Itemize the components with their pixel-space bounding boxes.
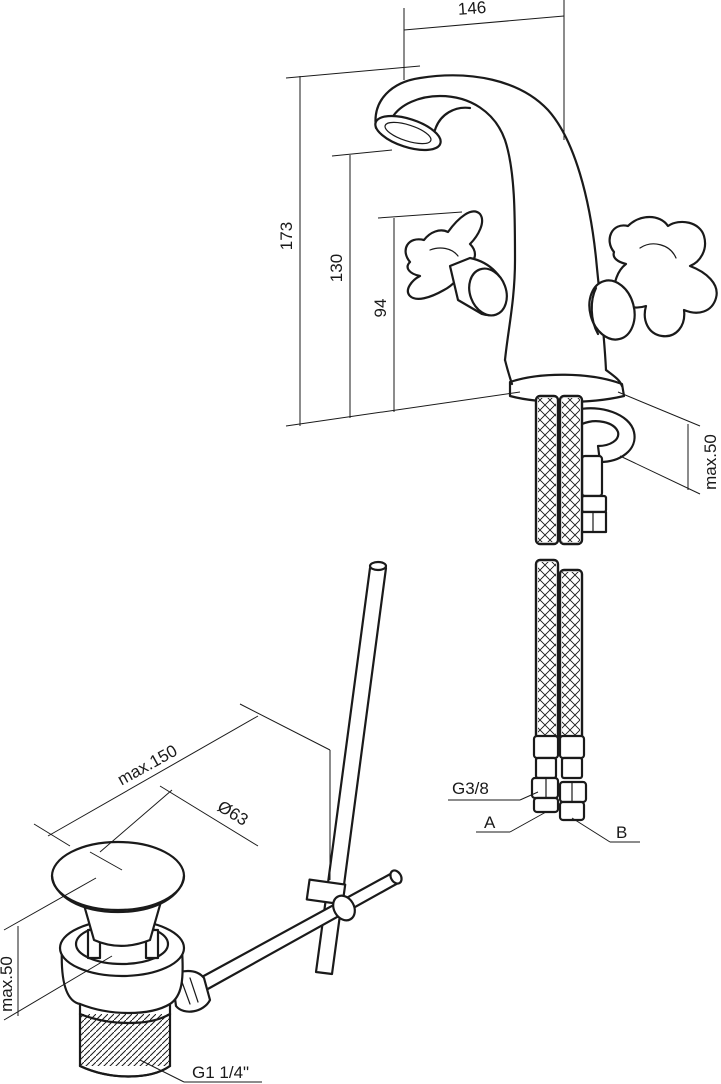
faucet-body	[374, 74, 626, 404]
pivot-rod	[198, 869, 403, 992]
dim-total-height: 173	[277, 222, 296, 250]
callout-connection-a: A	[484, 813, 496, 832]
right-handle	[588, 215, 718, 341]
hose-upper-b-braid	[562, 398, 580, 542]
dim-waste-length: max.150	[114, 741, 180, 789]
dim-spout-reach: 146	[457, 0, 487, 19]
faucet-dimension-lines	[285, 0, 701, 843]
waste-dimension-lines	[3, 703, 331, 1083]
hose-upper-a-braid	[538, 398, 556, 542]
waste-thread	[80, 1014, 170, 1066]
waste-body	[50, 840, 212, 1078]
dim-deck-thickness: max.50	[701, 434, 720, 490]
callout-waste-thread: G1 1/4"	[192, 1063, 249, 1082]
left-handle	[404, 210, 508, 317]
dim-handle-height: 94	[371, 299, 390, 318]
dim-waste-diameter: Ø63	[214, 797, 251, 830]
flexible-hoses	[530, 394, 588, 822]
mounting-bracket	[574, 407, 636, 534]
callout-hose-thread: G3/8	[452, 779, 489, 798]
dim-spout-height: 130	[327, 254, 346, 282]
callout-connection-b: B	[616, 823, 627, 842]
dim-waste-thickness: max.50	[0, 956, 16, 1012]
